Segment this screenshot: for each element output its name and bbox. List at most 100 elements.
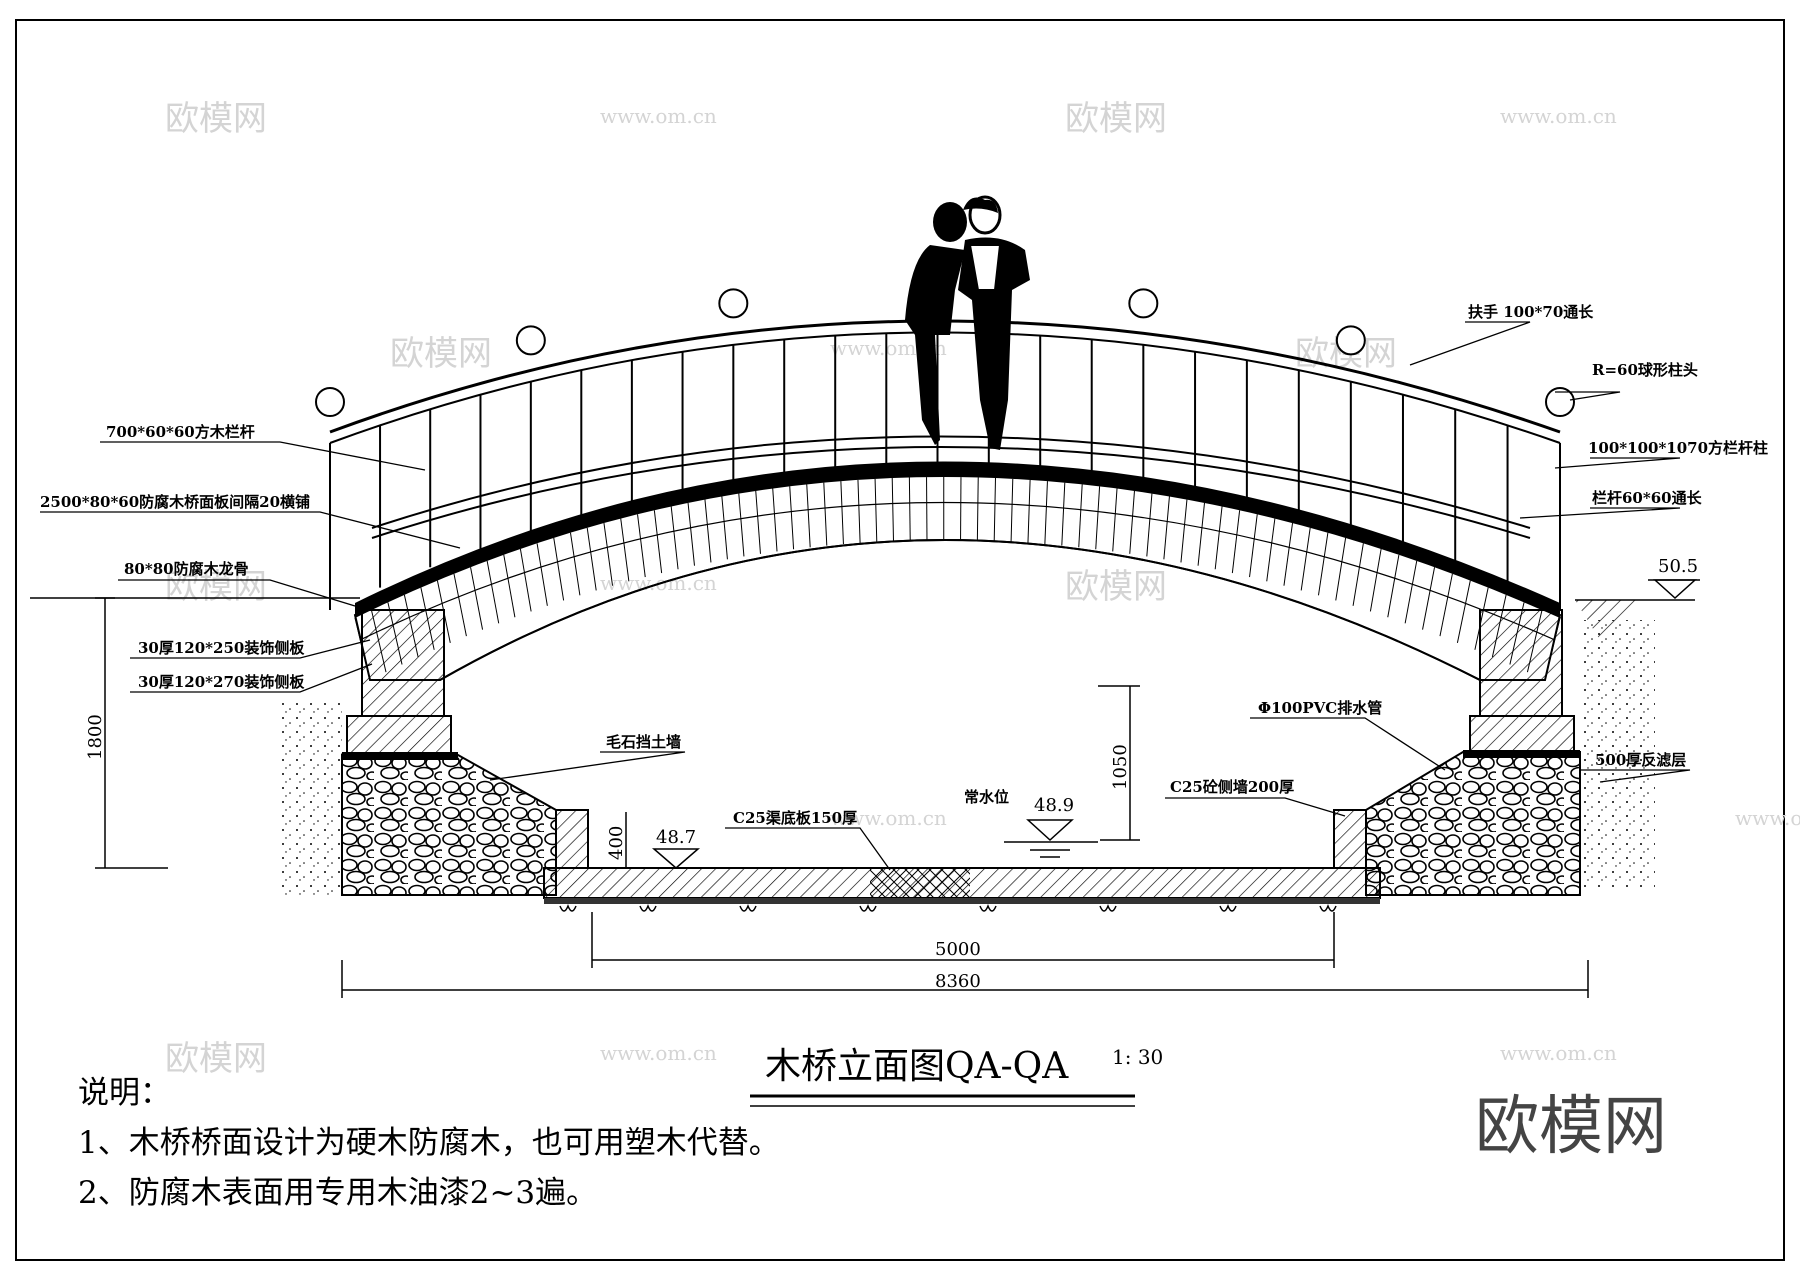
deck-rib [789,486,795,550]
deck-rib [806,484,811,548]
dim-height-1800: 1800 [85,714,106,760]
deck-rib [976,477,979,541]
deck-rib [536,543,548,606]
deck-rib [403,594,419,658]
deck-rib [503,554,516,618]
deck-rib [1283,522,1294,586]
drawing-title-block: 木桥立面图QA-QA 1: 30 [750,1045,1163,1107]
dim-height-1050: 1050 [1110,744,1131,790]
label-square-rail-post: 100*100*1070方栏杆柱 [1588,439,1768,457]
deck-rib [738,493,745,557]
watermark-url: www.om.cn [1500,104,1617,128]
label-channel-slab: C25渠底板150厚 [733,809,857,827]
deck-rib [603,522,614,586]
deck-rib [993,478,996,542]
deck-rib [620,518,630,582]
deck-rib [823,482,828,546]
deck-rib [1044,481,1048,545]
ball-post-head-icon [315,387,345,417]
deck-rib [857,479,861,543]
deck-rib [1387,554,1400,618]
elevation-water: 48.9 [1034,795,1074,816]
deck-rib [1163,496,1170,560]
drawing-frame [15,19,1785,1261]
deck-rib [1214,506,1223,570]
ball-post-head-icon [718,288,749,319]
label-ball-post-head: R=60球形柱头 [1592,361,1698,379]
deck-rib [653,510,663,574]
deck-rib [1180,499,1188,563]
watermark-logo: 欧模网 [1065,99,1167,139]
deck-rib [1335,537,1347,601]
deck-rib [1456,580,1471,643]
deck-rib [1300,527,1311,591]
label-side-board-250: 30厚120*250装饰侧板 [138,639,305,657]
deck-rib [387,602,403,665]
watermarks: 欧模网 www.om.cn 欧模网 www.om.cn 欧模网 www.om.c… [165,99,1800,1079]
deck-rib [586,527,597,591]
label-handrail: 扶手 100*70通长 [1468,303,1594,321]
drawing-title: 木桥立面图QA-QA [765,1046,1069,1087]
deck-rib [1231,510,1241,574]
deck-rib [1422,567,1436,630]
notes-item-2: 2、防腐木表面用专用木油漆2~3遍。 [78,1175,598,1211]
deck-rib [1078,484,1083,548]
label-rubble-wall: 毛石挡土墙 [606,733,681,751]
label-wood-baluster: 700*60*60方木栏杆 [106,423,255,441]
deck-rib [519,548,532,612]
label-side-board-270: 30厚120*270装饰侧板 [138,673,305,691]
deck-rib [1249,514,1258,578]
leader-lines [40,321,1691,871]
deck-rib [420,587,435,650]
label-side-wall: C25砼侧墙200厚 [1170,778,1294,796]
watermark-url: www.om.cn [600,1041,717,1065]
deck-rib [772,488,778,552]
deck-rib [1112,488,1118,552]
deck-rib [436,580,451,643]
deck-rib [1439,573,1453,637]
deck-rib [637,514,646,578]
deck-rib [1317,532,1329,596]
deck-rib [1544,617,1561,681]
deck-rib [1010,478,1014,542]
deck-rib [553,537,565,601]
elevation-bottom: 48.7 [656,827,696,848]
deck-rib [1352,543,1364,606]
label-keel: 80*80防腐木龙骨 [124,560,249,578]
ball-post-head-icon [1335,325,1366,356]
design-notes: 说明： 1、木桥桥面设计为硬木防腐木，也可用塑木代替。 2、防腐木表面用专用木油… [78,1068,780,1218]
deck-rib [1266,518,1276,582]
label-deck-board: 2500*80*60防腐木桥面板间隔20横铺 [40,493,310,511]
deck-rib [470,567,484,630]
deck-rib [840,481,844,545]
label-normal-water-level: 常水位 [964,788,1009,806]
dim-width-8360: 8360 [935,971,981,992]
deck-rib [1526,609,1543,673]
deck-rib [1027,479,1031,543]
watermark-logo: 欧模网 [165,99,267,139]
dimension-labels: 50.5 48.9 48.7 1800 1050 400 5000 8360 [85,556,1698,992]
watermark-logo: 欧模网 [165,567,267,607]
ball-post-head-icon [1128,288,1159,319]
deck-rib [1509,602,1525,665]
deck-rib [569,532,581,596]
label-rail-bar: 栏杆60*60通长 [1592,489,1703,507]
deck-rib [486,560,500,624]
watermark-url: www.om.cn [1735,806,1800,830]
elevation-markers [651,579,1700,869]
ball-post-head-icon [515,325,546,356]
deck-rib [354,617,371,681]
bridge-arch [353,461,1562,681]
deck-rib [704,499,712,563]
deck-rib [1146,493,1153,557]
deck-rib [874,478,878,542]
watermark-logo: 欧模网 [1065,567,1167,607]
label-pvc-drain: Φ100PVC排水管 [1258,699,1382,717]
rubble-walls [341,609,1581,896]
deck-rib [1129,490,1135,554]
callout-labels: 扶手 100*70通长 R=60球形柱头 100*100*1070方栏杆柱 栏杆… [40,303,1768,827]
deck-rib [670,506,679,570]
watermark-url: www.om.cn [1500,1041,1617,1065]
dimensions [95,597,1589,998]
